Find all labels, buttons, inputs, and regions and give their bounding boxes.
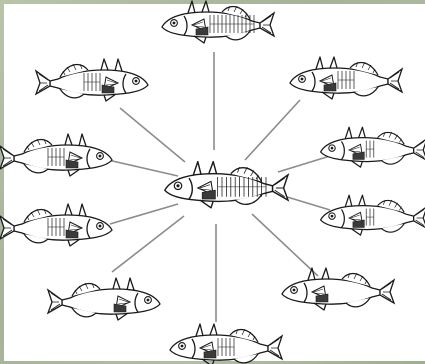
center-stickleback-fish [165,162,288,208]
fish-morph-right-mid-upper [321,127,425,167]
connector-line-2 [120,108,185,162]
fish-morph-left-mid-lower [0,204,112,246]
connector-line-6 [110,204,178,224]
fish-morph-upper-right [290,57,402,99]
connector-line-5 [278,156,330,172]
fish-morph-upper-left [36,59,148,101]
fish-morph-top [162,1,274,43]
fish-morph-left-mid-upper [0,134,112,176]
connector-line-8 [112,216,184,272]
fish-morph-lower-left [48,278,160,320]
fish-morph-lower-right [282,268,394,310]
connector-line-3 [245,100,300,160]
connector-line-9 [252,214,318,276]
connector-line-4 [108,160,178,176]
fish-morph-bottom [170,324,282,364]
connector-line-7 [284,196,330,210]
fish-morph-right-mid-lower [321,195,425,235]
